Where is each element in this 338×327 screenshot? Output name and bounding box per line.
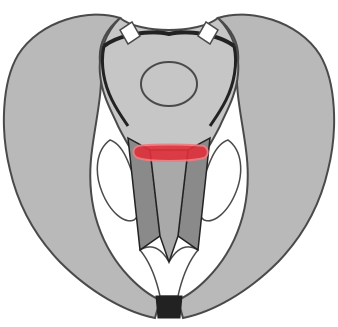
red-highlight-band-icon [134, 145, 208, 162]
pubic-symphysis [156, 296, 182, 318]
vertebral-body [141, 62, 197, 106]
